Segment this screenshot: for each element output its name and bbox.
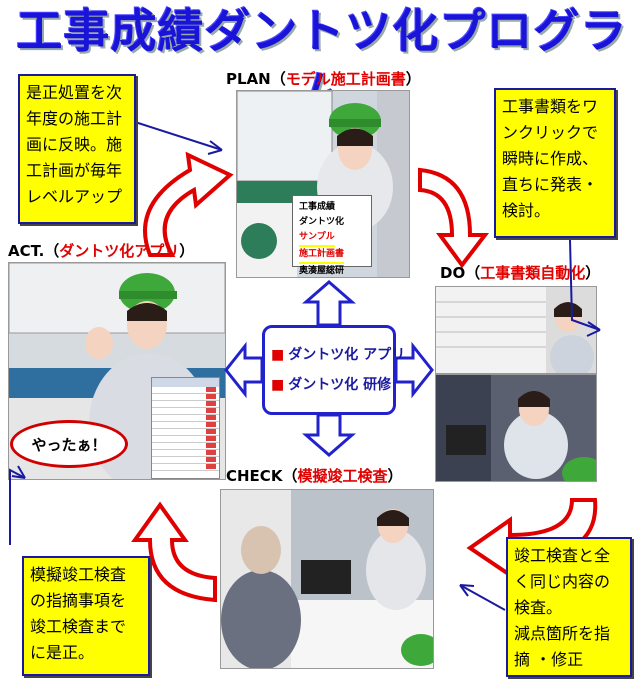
do-label-prefix: DO（ [440, 264, 481, 282]
check-left-note-line: 模擬竣工検査 [30, 565, 127, 584]
center-arrow-down [301, 413, 357, 457]
score-row [152, 457, 219, 464]
score-card [151, 377, 220, 479]
center-tools-box: ■ダントツ化 アプリ ■ダントツ化 研修 [262, 325, 405, 415]
sign-line-2: ダントツ化 [299, 217, 345, 227]
plan-note-line: 直ちに発表・ [502, 175, 599, 194]
do-label-suffix: ） [585, 264, 601, 282]
score-row [152, 450, 219, 457]
do-photo-top [435, 286, 597, 374]
plan-label-suffix: ） [405, 70, 421, 88]
act-note-line: 年度の施工計 [26, 109, 123, 128]
do-photo-bottom-illustration [436, 375, 596, 481]
check-right-note-line: 減点箇所を指 [514, 624, 611, 643]
act-label-name: ダントツ化アプリ [59, 242, 180, 260]
do-label: DO（工事書類自動化） [440, 262, 600, 283]
check-right-note-line: 検査。 [514, 598, 563, 617]
sign-line-3: サンプル [299, 230, 335, 247]
score-row [152, 401, 219, 408]
score-card-header [152, 378, 219, 387]
act-note-line: レベルアップ [26, 187, 123, 206]
speech-bubble: やったぁ！ [10, 420, 128, 468]
score-row [152, 408, 219, 415]
act-label: ACT.（ダントツ化アプリ） [8, 240, 194, 261]
plan-label-prefix: PLAN（ [226, 70, 286, 88]
check-left-note-line: に是正。 [30, 643, 95, 662]
center-item-training-label: ダントツ化 研修 [288, 377, 392, 393]
score-row [152, 394, 219, 401]
plan-sign-board: 工事成績 ダントツ化 サンプル 施工計画書 奥湊屋総研 [292, 195, 372, 276]
act-label-suffix: ） [179, 242, 195, 260]
act-label-prefix: ACT.（ [8, 242, 60, 260]
check-label-suffix: ） [387, 467, 403, 485]
act-note-line: 工計画が毎年 [26, 161, 123, 180]
score-row [152, 429, 219, 436]
red-arrow-plan-to-do [418, 167, 490, 269]
score-row [152, 464, 219, 471]
act-note: 是正処置を次 年度の施工計 画に反映。施 工計画が毎年 レベルアップ [18, 74, 136, 224]
plan-note-line: ンクリックで [502, 123, 599, 142]
center-arrow-up [301, 280, 357, 327]
center-item-app-label: ダントツ化 アプリ [288, 347, 406, 363]
do-photo-top-illustration [436, 287, 596, 373]
plan-note-line: 工事書類をワ [502, 97, 599, 116]
do-label-name: 工事書類自動化 [480, 264, 586, 282]
red-square-icon: ■ [271, 347, 285, 363]
check-label-prefix: CHECK（ [226, 467, 298, 485]
check-label: CHECK（模擬竣工検査） [226, 465, 402, 486]
check-left-note-line: の指摘事項を [30, 591, 127, 610]
check-photo [220, 489, 434, 669]
check-right-note-line: く同じ内容の [514, 572, 611, 591]
plan-label-name: モデル施工計画書 [285, 70, 406, 88]
act-note-line: 画に反映。施 [26, 135, 123, 154]
plan-label: PLAN（モデル施工計画書） [226, 68, 421, 89]
score-row [152, 415, 219, 422]
center-item-app: ■ダントツ化 アプリ [271, 340, 405, 370]
sign-line-5: 奥湊屋総研 [299, 266, 345, 276]
center-arrow-left [224, 341, 264, 399]
act-note-line: 是正処置を次 [26, 83, 123, 102]
check-photo-illustration [221, 490, 433, 668]
plan-note: 工事書類をワ ンクリックで 瞬時に作成、 直ちに発表・ 検討。 [494, 88, 616, 238]
score-row [152, 387, 219, 394]
check-left-note-line: 竣工検査まで [30, 617, 127, 636]
center-item-training: ■ダントツ化 研修 [271, 370, 391, 400]
page-title: 工事成績ダントツ化プログラム [16, 4, 628, 120]
check-label-name: 模擬竣工検査 [297, 467, 388, 485]
plan-note-line: 瞬時に作成、 [502, 149, 599, 168]
red-square-icon: ■ [271, 377, 285, 393]
do-photo-bottom [435, 374, 597, 482]
score-row [152, 436, 219, 443]
sign-line-1: 工事成績 [299, 202, 336, 212]
check-left-note: 模擬竣工検査 の指摘事項を 竣工検査まで に是正。 [22, 556, 150, 676]
plan-note-line: 検討。 [502, 201, 551, 220]
score-row [152, 422, 219, 429]
sign-line-4: 施工計画書 [299, 247, 345, 264]
check-right-note: 竣工検査と全 く同じ内容の 検査。 減点箇所を指 摘 ・修正 [506, 537, 632, 677]
check-right-note-line: 摘 ・修正 [514, 650, 584, 669]
check-right-note-line: 竣工検査と全 [514, 546, 611, 565]
score-row [152, 443, 219, 450]
